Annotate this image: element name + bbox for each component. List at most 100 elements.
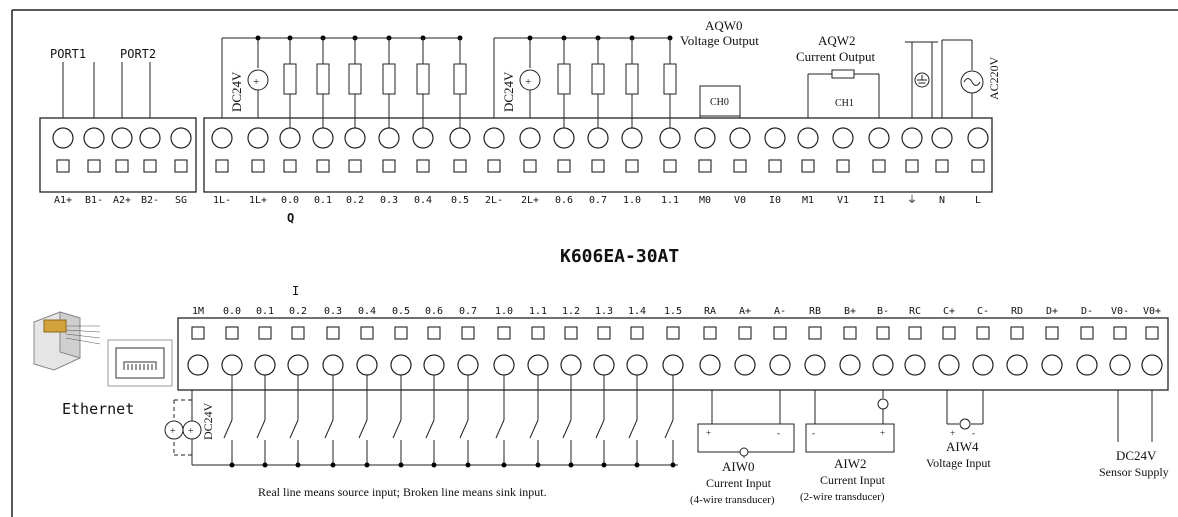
terminal-slot — [905, 159, 919, 173]
aiw2-title: AIW2 — [834, 456, 867, 471]
terminal-slot — [971, 159, 985, 173]
terminal-slot — [326, 326, 340, 340]
aqw2-title: AQW2 — [818, 33, 856, 48]
io-terminal-label: 1L+ — [249, 195, 267, 206]
screw-terminal — [587, 127, 609, 149]
io-terminal-label: L — [975, 195, 981, 206]
switch-icon — [459, 419, 469, 439]
rj45-plug-icon — [33, 311, 101, 371]
resistor-icon — [625, 63, 639, 95]
terminal-slot — [801, 159, 815, 173]
screw-terminal — [797, 127, 819, 149]
input-terminal-label: D- — [1081, 306, 1093, 317]
terminal-slot — [703, 326, 717, 340]
screw-terminal — [344, 127, 366, 149]
io-terminal-label: 0.4 — [414, 195, 432, 206]
svg-text:+: + — [950, 428, 955, 438]
screw-terminal — [1041, 354, 1063, 376]
ethernet-label: Ethernet — [62, 400, 134, 418]
svg-text:-: - — [777, 428, 780, 438]
input-terminal-label: 0.0 — [223, 306, 241, 317]
screw-terminal — [247, 127, 269, 149]
terminal-slot — [564, 326, 578, 340]
svg-text:+: + — [253, 76, 259, 88]
input-terminal-label: 0.4 — [358, 306, 376, 317]
input-terminal-label: 0.6 — [425, 306, 443, 317]
switch-icon — [425, 419, 435, 439]
terminal-slot — [768, 159, 782, 173]
screw-terminal — [254, 354, 276, 376]
aiw0-source-icon — [739, 447, 749, 457]
terminal-slot — [360, 326, 374, 340]
input-terminal-label: 1M — [192, 306, 204, 317]
aiw4-source-icon — [959, 418, 971, 430]
aqw2-subtitle: Current Output — [796, 49, 875, 64]
comm-terminal-label: B2- — [141, 195, 159, 206]
io-terminal-label: 1L- — [213, 195, 231, 206]
switch-icon — [628, 419, 638, 439]
screw-terminal — [312, 127, 334, 149]
screw-terminal — [139, 127, 161, 149]
terminal-slot — [876, 326, 890, 340]
switch-icon — [256, 419, 266, 439]
source-sink-note: Real line means source input; Broken lin… — [258, 485, 547, 499]
terminal-slot — [87, 159, 101, 173]
screw-terminal — [769, 354, 791, 376]
terminal-slot — [773, 326, 787, 340]
input-group-label: I — [292, 284, 299, 298]
input-terminal-label: 0.2 — [289, 306, 307, 317]
resistor-icon — [591, 63, 605, 95]
switch-icon — [664, 419, 674, 439]
terminal-slot — [843, 326, 857, 340]
dc-source-icon: + — [247, 69, 269, 91]
screw-terminal — [187, 354, 209, 376]
dc-source-icon: + — [519, 69, 541, 91]
io-terminal-label: 2L+ — [521, 195, 539, 206]
svg-text:+: + — [170, 426, 176, 437]
screw-terminal — [211, 127, 233, 149]
screw-terminal — [378, 127, 400, 149]
io-terminal-label: 0.2 — [346, 195, 364, 206]
input-terminal-label: D+ — [1046, 306, 1058, 317]
terminal-slot — [487, 159, 501, 173]
output-group-label: Q — [287, 211, 294, 225]
io-terminal-label: 0.7 — [589, 195, 607, 206]
terminal-slot — [523, 159, 537, 173]
input-terminal-label: V0+ — [1143, 306, 1161, 317]
io-terminal-label: 0.0 — [281, 195, 299, 206]
svg-text:+: + — [188, 426, 194, 437]
terminal-slot — [908, 326, 922, 340]
dc24v-input-label: DC24V — [201, 402, 215, 440]
io-terminal-label: V0 — [734, 195, 746, 206]
screw-terminal — [832, 127, 854, 149]
io-terminal-label: 0.3 — [380, 195, 398, 206]
aiw0-detail: (4-wire transducer) — [690, 494, 775, 506]
terminal-slot — [174, 159, 188, 173]
terminal-slot — [225, 326, 239, 340]
switch-icon — [529, 419, 539, 439]
screw-terminal — [1006, 354, 1028, 376]
io-terminal-label: V1 — [837, 195, 849, 206]
terminal-slot — [191, 326, 205, 340]
screw-terminal — [483, 127, 505, 149]
input-terminal-label: 1.2 — [562, 306, 580, 317]
terminal-slot — [808, 326, 822, 340]
comm-terminal-label: A1+ — [54, 195, 72, 206]
resistor-icon — [453, 63, 467, 95]
ch0-box — [699, 85, 741, 117]
screw-terminal — [1076, 354, 1098, 376]
ch1-label: CH1 — [835, 98, 854, 109]
terminal-slot — [215, 159, 229, 173]
screw-terminal — [839, 354, 861, 376]
input-terminal-label: C+ — [943, 306, 955, 317]
terminal-slot — [663, 159, 677, 173]
terminal-slot — [316, 159, 330, 173]
io-terminal-label: N — [939, 195, 945, 206]
terminal-slot — [416, 159, 430, 173]
screw-terminal — [593, 354, 615, 376]
dc-source-icon: + + — [164, 420, 202, 440]
screw-terminal — [287, 354, 309, 376]
input-terminal-label: RD — [1011, 306, 1023, 317]
screw-terminal — [527, 354, 549, 376]
